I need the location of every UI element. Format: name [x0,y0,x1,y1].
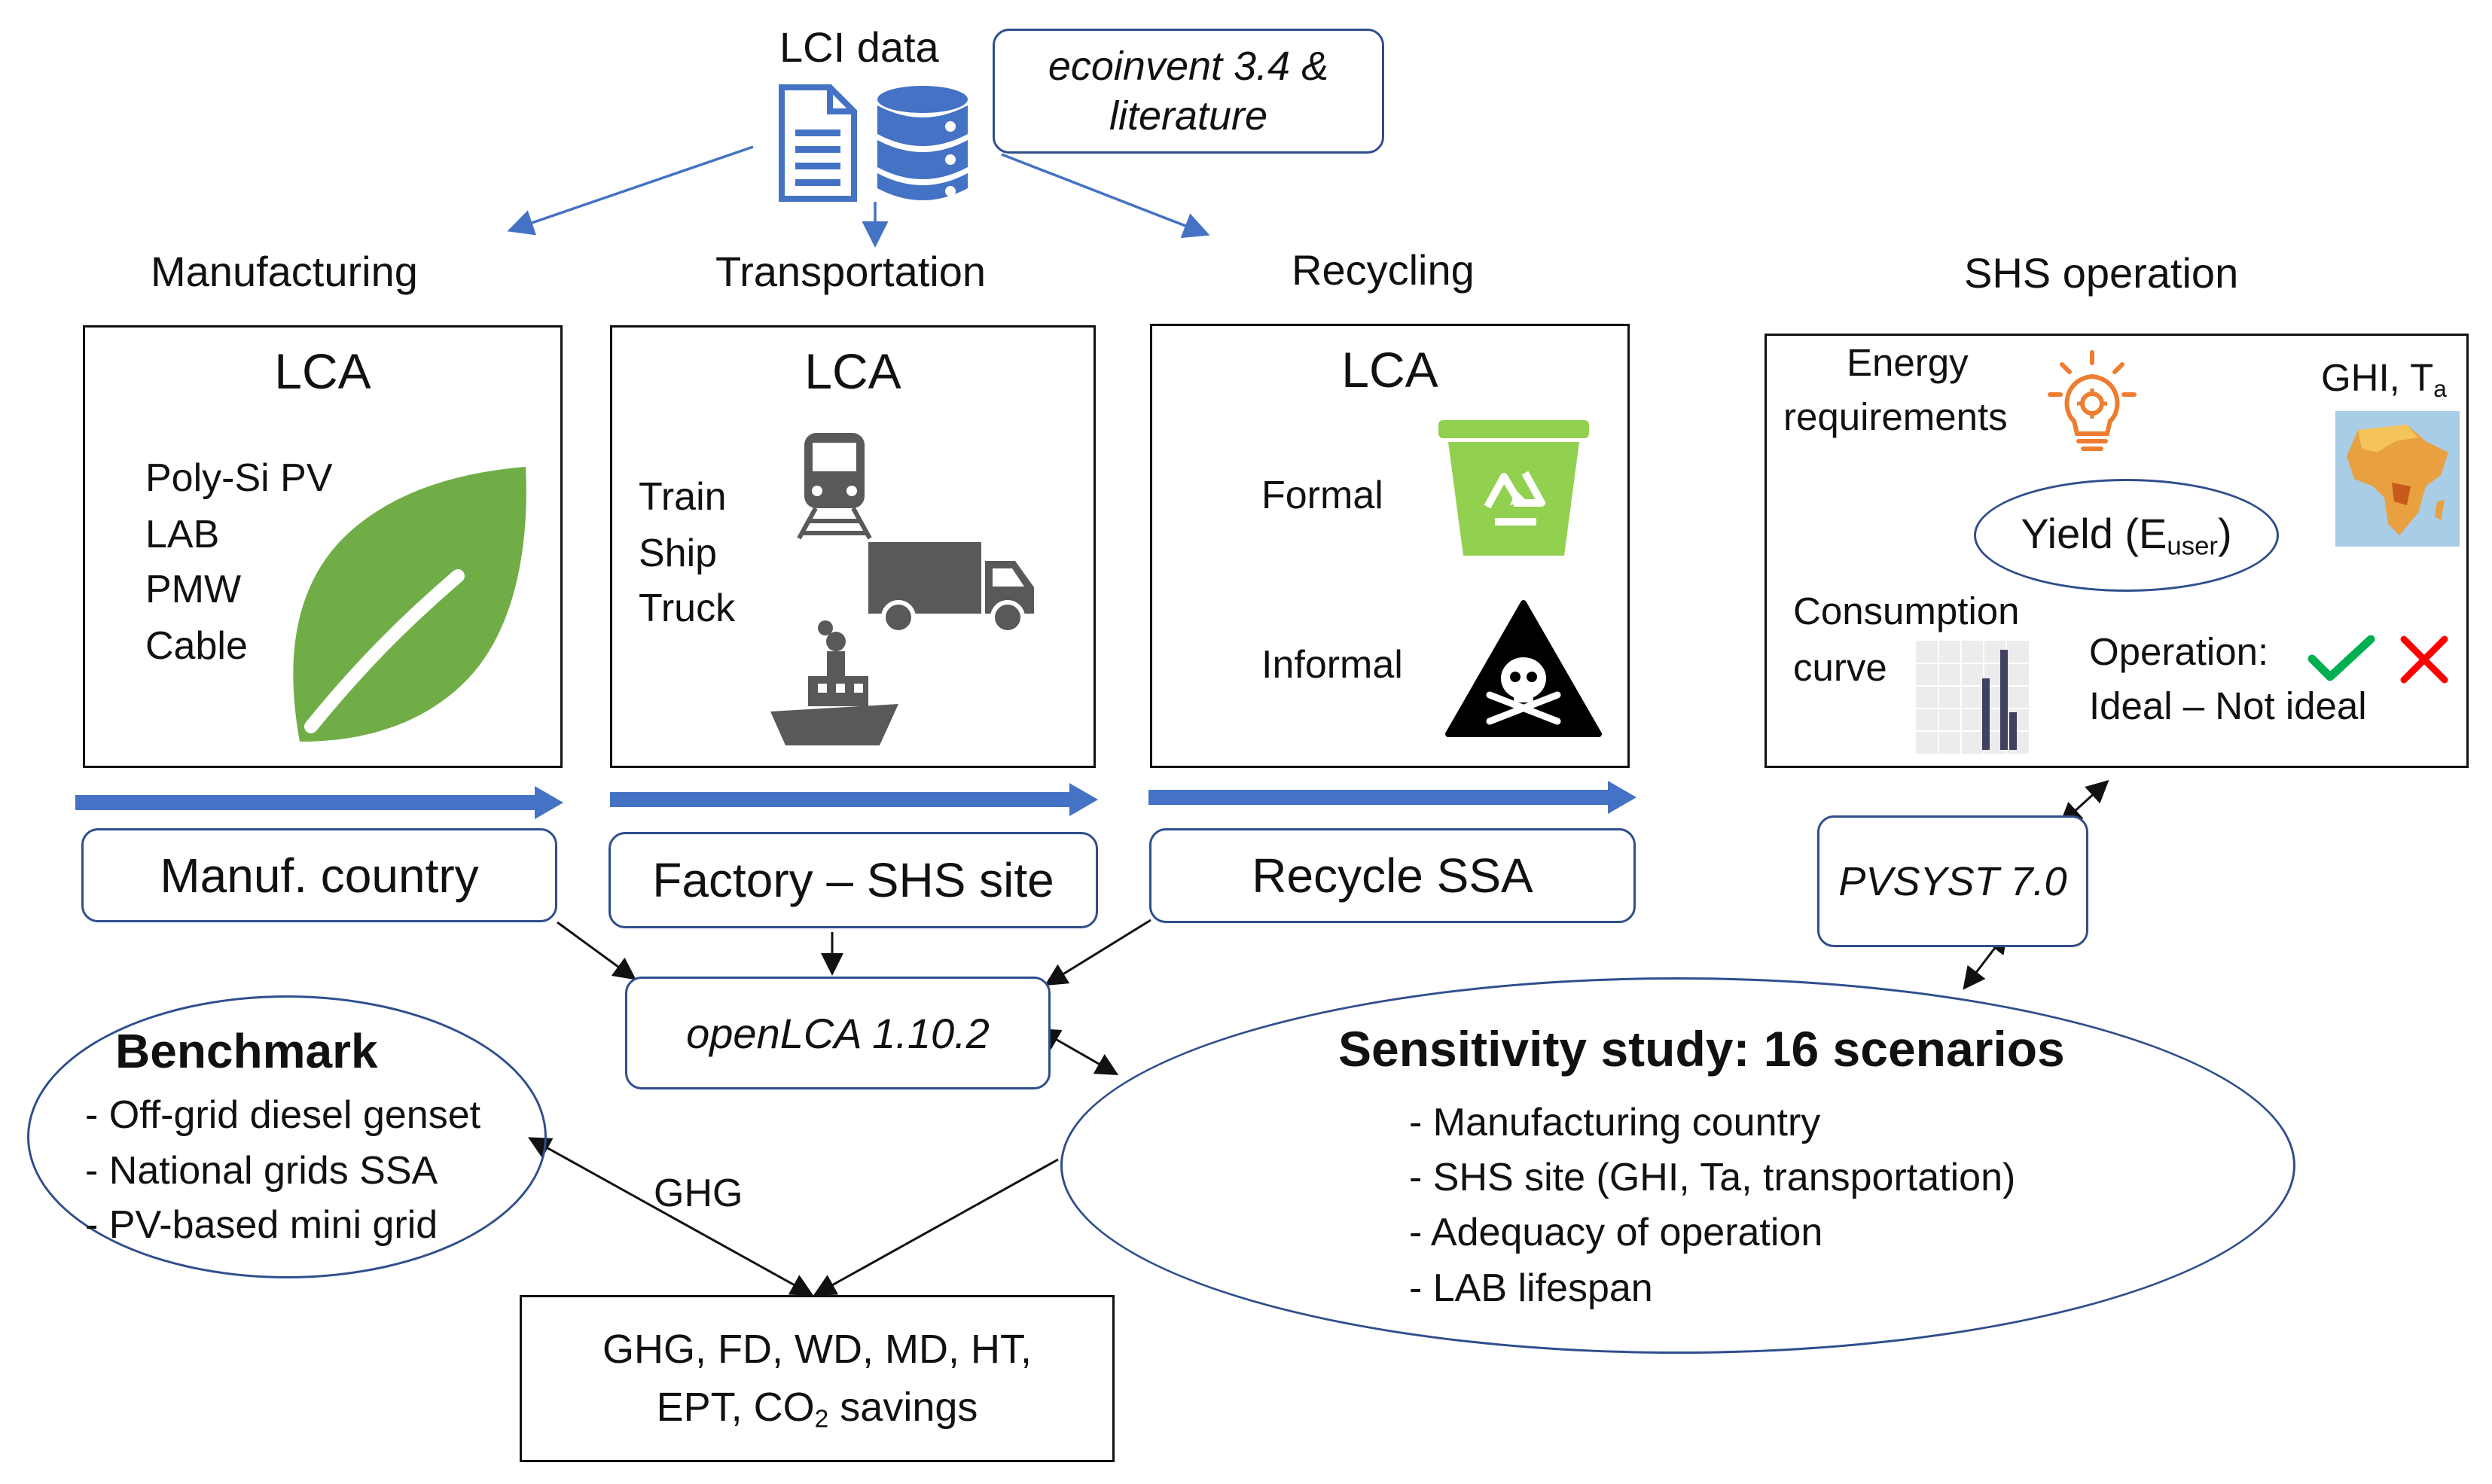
heading-shs-operation: SHS operation [1964,249,2239,297]
manufacturing-lca-box: LCA Poly-Si PV LAB PMW Cable [83,325,563,768]
manufacturing-item: LAB [145,513,220,556]
label-manuf-country: Manuf. country [81,828,557,922]
shs-ideal-label: Ideal – Not ideal [2089,684,2367,727]
benchmark-item: - Off-grid diesel genset [85,1093,481,1137]
arrow-manufacturing-flow [75,786,563,819]
heading-manufacturing: Manufacturing [151,248,418,295]
yield-text: Yield (E [2021,510,2167,558]
sensitivity-ellipse: Sensitivity study: 16 scenarios - Manufa… [1060,977,2295,1354]
arrow-transportation-flow [610,783,1098,816]
transportation-item: Truck [639,587,736,630]
lightbulb-icon [2048,350,2137,451]
openlca-box: openLCA 1.10.2 [625,977,1051,1089]
openlca-label: openLCA 1.10.2 [686,1009,990,1057]
arrow-shs-pvsyst [2059,779,2109,826]
transportation-item: Ship [639,532,718,575]
transportation-lca-box: LCA Train Ship Truck [610,325,1096,768]
benchmark-item: - PV-based mini grid [85,1203,438,1247]
shs-operation-label: Operation: [2089,630,2269,673]
recycle-bin-icon [1438,420,1589,556]
lci-source-box: ecoinvent 3.4 & literature [993,29,1384,154]
arrow-recycle-to-openlca [1044,919,1151,986]
shs-operation-box: Energy requirements GHI, Ta [1765,334,2469,768]
outputs-line2-post: savings [828,1385,978,1430]
arrow-recycling-flow [1148,781,1636,814]
shs-consumption-line1: Consumption [1793,590,2020,632]
arrow-manuf-to-openlca [557,921,636,980]
database-icon [877,86,968,200]
manufacturing-item: Cable [145,624,248,668]
arrow-pvsyst-sensitivity [1963,930,2009,990]
transportation-lca-title: LCA [804,343,901,399]
label-factory-shs-site: Factory – SHS site [609,832,1098,928]
shs-ghi-sub: a [2433,374,2447,402]
shs-energy-line2: requirements [1783,395,2008,438]
outputs-line1: GHG, FD, WD, MD, HT, [602,1327,1032,1372]
manufacturing-item: Poly-Si PV [145,456,333,500]
outputs-line2: EPT, CO2 savings [522,1384,1112,1434]
africa-map-icon [2335,411,2460,547]
benchmark-ellipse: Benchmark - Off-grid diesel genset - Nat… [27,995,547,1278]
yield-label: Yield (Euser) [2021,509,2231,562]
pvsyst-box: PVSYST 7.0 [1817,815,2088,947]
recycling-lca-title: LCA [1341,342,1438,398]
outputs-box: GHG, FD, WD, MD, HT, EPT, CO2 savings [520,1295,1115,1462]
benchmark-title: Benchmark [115,1024,378,1078]
sensitivity-item: - LAB lifespan [1409,1266,1653,1310]
outputs-line2-pre: EPT, CO [656,1385,815,1430]
outputs-line2-sub: 2 [814,1405,829,1434]
ghg-label: GHG [654,1172,743,1215]
train-icon [797,433,872,540]
manufacturing-lca-title: LCA [274,343,371,399]
lci-source-line1: ecoinvent 3.4 & [1048,44,1329,89]
arrow-lci-to-recycling [1001,153,1210,239]
label-manuf-country-text: Manuf. country [160,848,479,903]
cross-icon [2400,635,2448,684]
truck-icon [868,542,1034,635]
heading-transportation: Transportation [715,248,986,295]
label-factory-shs-site-text: Factory – SHS site [652,853,1054,907]
pvsyst-label: PVSYST 7.0 [1838,858,2067,904]
benchmark-item: - National grids SSA [85,1149,438,1193]
recycling-informal-label: Informal [1261,643,1403,687]
arrow-lci-to-manufacturing [507,145,754,236]
arrow-openlca-sensitivity [1037,1028,1119,1075]
ship-icon [770,620,898,745]
sensitivity-item: - SHS site (GHI, Ta, transportation) [1409,1156,2016,1199]
yield-ellipse: Yield (Euser) [1974,479,2279,592]
manufacturing-item: PMW [145,568,242,611]
document-icon [779,84,857,202]
label-recycle-ssa-text: Recycle SSA [1252,849,1533,903]
shs-ghi-ta: GHI, Ta [2321,355,2447,403]
shs-ghi-text: GHI, T [2321,356,2434,399]
lci-title: LCI data [779,23,939,71]
leaf-icon [293,467,526,742]
sensitivity-title: Sensitivity study: 16 scenarios [1338,1021,2065,1077]
transportation-item: Train [639,475,727,519]
checkmark-icon [2307,635,2375,681]
yield-sub: user [2167,532,2218,561]
arrow-benchmark-outputs [528,1137,814,1296]
label-recycle-ssa: Recycle SSA [1149,828,1636,923]
hazard-icon [1445,600,1602,737]
arrow-sensitivity-to-outputs [813,1158,1059,1296]
heading-recycling: Recycling [1292,246,1475,294]
recycling-lca-box: LCA Formal Informal [1150,324,1630,768]
sensitivity-item: - Adequacy of operation [1409,1211,1823,1254]
yield-close: ) [2217,510,2232,558]
sensitivity-item: - Manufacturing country [1409,1101,1821,1144]
shs-energy-line1: Energy [1847,341,1969,384]
recycling-formal-label: Formal [1261,474,1383,517]
lci-source-line2: literature [1109,93,1268,139]
consumption-chart-icon [1916,641,2029,754]
shs-consumption-line2: curve [1793,646,1887,689]
